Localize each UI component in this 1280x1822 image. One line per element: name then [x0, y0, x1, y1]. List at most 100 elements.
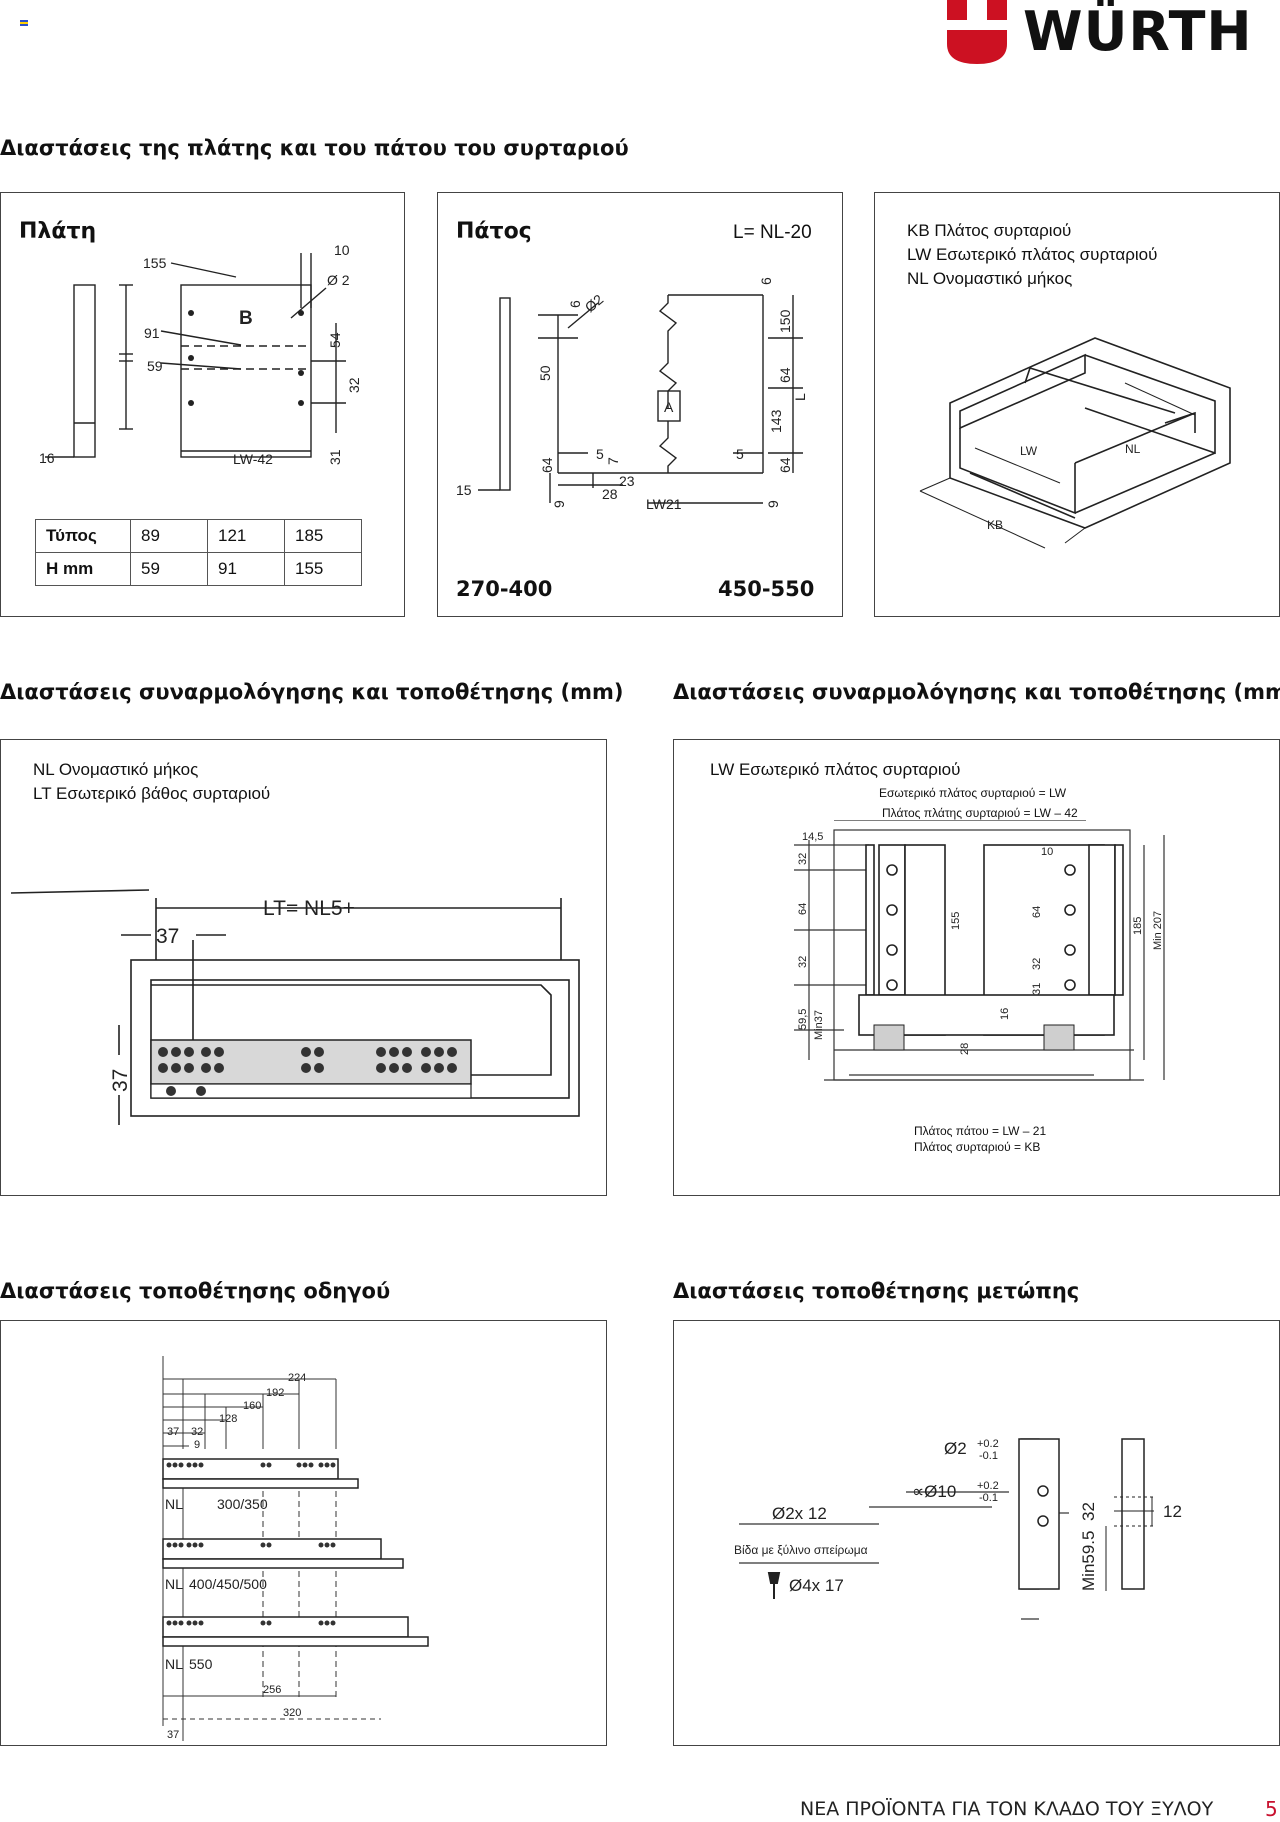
dim-37: 37	[167, 1426, 179, 1438]
front-tol2-minus: -0.1	[979, 1492, 998, 1504]
guide-nl-3: NL	[165, 1656, 183, 1672]
front-d10: ∝Ø10	[912, 1482, 956, 1501]
dim-37-top: 37	[156, 925, 179, 948]
table-cell: 91	[207, 552, 285, 586]
front-d32: 32	[1079, 1502, 1098, 1521]
guide-nl-2: NL	[165, 1576, 183, 1592]
legend-kb: KB	[987, 518, 1003, 532]
dim-185: 185	[1132, 917, 1144, 935]
table-row-head: Τύπος	[35, 519, 131, 553]
dim-155: 155	[950, 912, 962, 930]
dim-l: L	[792, 393, 808, 401]
wurth-logo-mark	[947, 0, 1007, 64]
dim-32-a: 32	[797, 853, 809, 865]
dim-15: 15	[456, 482, 472, 498]
dim-54: 54	[327, 332, 343, 348]
legend-box: KB Πλάτος συρταριού LW Εσωτερικό πλάτος …	[874, 192, 1280, 617]
table-cell: 155	[284, 552, 362, 586]
dim-lt: LT= NL5+	[263, 897, 355, 920]
footer-text: ΝΕΑ ΠΡΟΪΟΝΤΑ ΓΙΑ ΤΟΝ ΚΛΑΔΟ ΤΟΥ ΞΥΛΟΥ	[800, 1798, 1214, 1820]
dim-143: 143	[768, 409, 784, 433]
section-title-assembly-left: Διαστάσεις συναρμολόγησης και τοποθέτηση…	[0, 680, 624, 704]
range-left: 270-400	[456, 577, 553, 601]
assembly-left-box: NL Ονομαστικό μήκος LT Εσωτερικό βάθος σ…	[0, 739, 607, 1196]
guide-nl-1: NL	[165, 1496, 183, 1512]
dim-d2: Ø2	[582, 291, 607, 315]
dim-14-5: 14,5	[802, 831, 823, 843]
dim-64-b: 64	[1031, 906, 1043, 918]
dim-59-5: 59,5	[797, 1009, 809, 1030]
front-d12: 12	[1163, 1502, 1182, 1521]
assembly-line-nl: NL Ονομαστικό μήκος	[33, 760, 199, 779]
dim-128: 128	[219, 1413, 237, 1425]
dim-37-bottom: 37	[167, 1729, 179, 1741]
bottom-panel-title: Πάτος	[456, 219, 532, 244]
dim-91: 91	[144, 325, 160, 341]
dim-64-b: 64	[777, 457, 793, 473]
assembly-right-note-3: Πλάτος πάτου = LW – 21	[914, 1124, 1047, 1138]
dim-32-c: 32	[1031, 958, 1043, 970]
dim-192: 192	[266, 1387, 284, 1399]
brand-name: WÜRTH	[1023, 0, 1253, 63]
front-tol1-plus: +0.2	[977, 1438, 999, 1450]
dim-32: 32	[346, 377, 362, 393]
assembly-right-box: LW Εσωτερικό πλάτος συρταριού Εσωτερικό …	[673, 739, 1280, 1196]
dim-64-a: 64	[777, 367, 793, 383]
dim-64-a: 64	[797, 903, 809, 915]
dim-7: 7	[605, 457, 621, 465]
dim-59: 59	[147, 358, 163, 374]
assembly-side-drawing: LT= NL5+ 37 37	[10, 889, 580, 1125]
table-cell: 89	[130, 519, 208, 553]
dim-2: Ø 2	[327, 272, 350, 288]
section-title-back-bottom: Διαστάσεις της πλάτης και του πάτου του …	[0, 136, 629, 160]
back-panel-table: Τύπος 89 121 185 H mm 59 91 155	[35, 519, 362, 586]
bottom-panel-drawing: A 6 Ø2 50 6 150 64 L 143 64 64 5 7 5 15 …	[456, 277, 808, 512]
bottom-panel-box: Πάτος L= NL-20 A 6	[437, 192, 843, 617]
front-d2: Ø2	[944, 1439, 967, 1458]
front-hole-1: Ø2x 12	[772, 1504, 827, 1523]
dim-28: 28	[959, 1043, 971, 1055]
dim-32: 32	[191, 1426, 203, 1438]
dim-9-left: 9	[551, 500, 567, 508]
dim-32-b: 32	[797, 956, 809, 968]
dim-256: 256	[263, 1684, 281, 1696]
dim-50: 50	[537, 365, 553, 381]
assembly-right-note-4: Πλάτος συρταριού = KB	[914, 1140, 1041, 1154]
front-hole-2: Ø4x 17	[789, 1576, 844, 1595]
front-dmin: Min59.5	[1079, 1531, 1098, 1591]
dim-31: 31	[1031, 983, 1043, 995]
dim-10: 10	[334, 242, 350, 258]
section-title-assembly-right: Διαστάσεις συναρμολόγησης και τοποθέτηση…	[673, 680, 1280, 704]
range-right: 450-550	[718, 577, 815, 601]
back-panel-title: Πλάτη	[19, 219, 97, 244]
assembly-right-note-2: Πλάτος πλάτης συρταριού = LW – 42	[882, 806, 1078, 820]
dim-5-left: 5	[596, 446, 604, 462]
dim-min207: Min 207	[1152, 911, 1164, 950]
label-b: B	[239, 308, 253, 329]
front-tol2-plus: +0.2	[977, 1480, 999, 1492]
dim-lw-42: LW-42	[233, 451, 273, 467]
dim-28: 28	[602, 486, 618, 502]
flag-icon	[20, 20, 28, 26]
section-title-front: Διαστάσεις τοποθέτησης μετώπης	[673, 1279, 1080, 1303]
dim-23: 23	[619, 473, 635, 489]
dim-6-right: 6	[758, 277, 774, 285]
dim-6-top: 6	[567, 300, 583, 308]
wurth-logo: WÜRTH	[945, 0, 1252, 66]
dim-9-right: 9	[765, 500, 781, 508]
table-row: H mm 59 91 155	[35, 552, 362, 586]
legend-line-nl: NL Ονομαστικό μήκος	[907, 269, 1073, 288]
front-drawing: Ø2x 12 Βίδα με ξύλινο σπείρωμα Ø4x 17 Ø2…	[734, 1438, 1182, 1620]
guide-value-1: 300/350	[217, 1496, 268, 1512]
dim-37-side: 37	[109, 1069, 132, 1092]
legend-line-lw: LW Εσωτερικό πλάτος συρταριού	[907, 245, 1158, 264]
dim-5-right: 5	[736, 446, 744, 462]
assembly-line-lt: LT Εσωτερικό βάθος συρταριού	[33, 784, 271, 803]
dim-64-c: 64	[539, 457, 555, 473]
dim-224: 224	[288, 1372, 306, 1384]
dim-160: 160	[243, 1400, 261, 1412]
section-title-guide: Διαστάσεις τοποθέτησης οδηγού	[0, 1279, 391, 1303]
dim-min37: Min37	[813, 1010, 825, 1040]
dim-155: 155	[143, 255, 167, 271]
dim-16: 16	[39, 450, 55, 466]
